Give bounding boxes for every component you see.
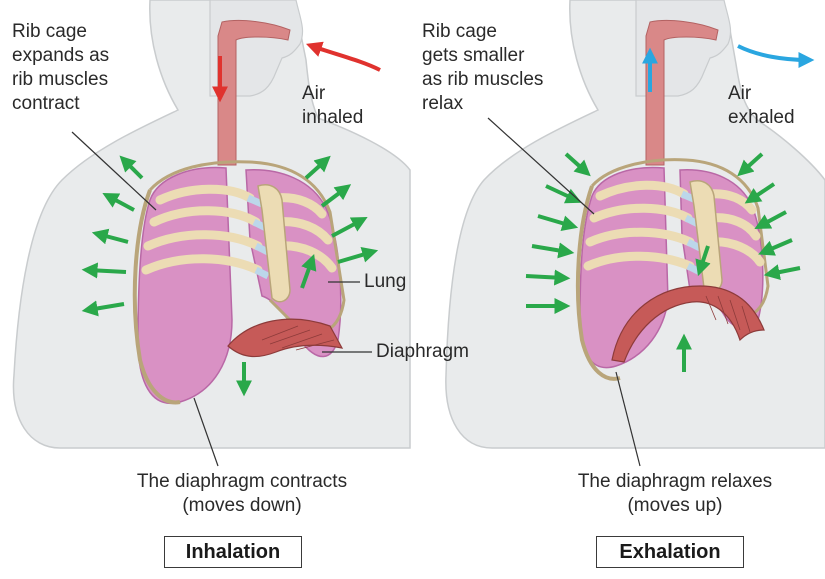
inhalation-title: Inhalation bbox=[164, 536, 302, 568]
diaphragm-caption-inhalation: The diaphragm contracts (moves down) bbox=[92, 470, 392, 518]
air-in-arrow bbox=[312, 46, 380, 70]
air-out-arrow bbox=[738, 46, 808, 60]
lung-label: Lung bbox=[364, 270, 444, 294]
exhalation-title: Exhalation bbox=[596, 536, 744, 568]
air-label-inhalation: Air inhaled bbox=[302, 82, 412, 130]
rib-label-inhalation: Rib cage expands as rib muscles contract bbox=[12, 20, 162, 116]
rib-label-exhalation: Rib cage gets smaller as rib muscles rel… bbox=[422, 20, 602, 116]
diaphragm-label: Diaphragm bbox=[376, 340, 496, 364]
left-lung bbox=[138, 168, 232, 404]
diaphragm-caption-exhalation: The diaphragm relaxes (moves up) bbox=[530, 470, 820, 518]
air-label-exhalation: Air exhaled bbox=[728, 82, 824, 130]
